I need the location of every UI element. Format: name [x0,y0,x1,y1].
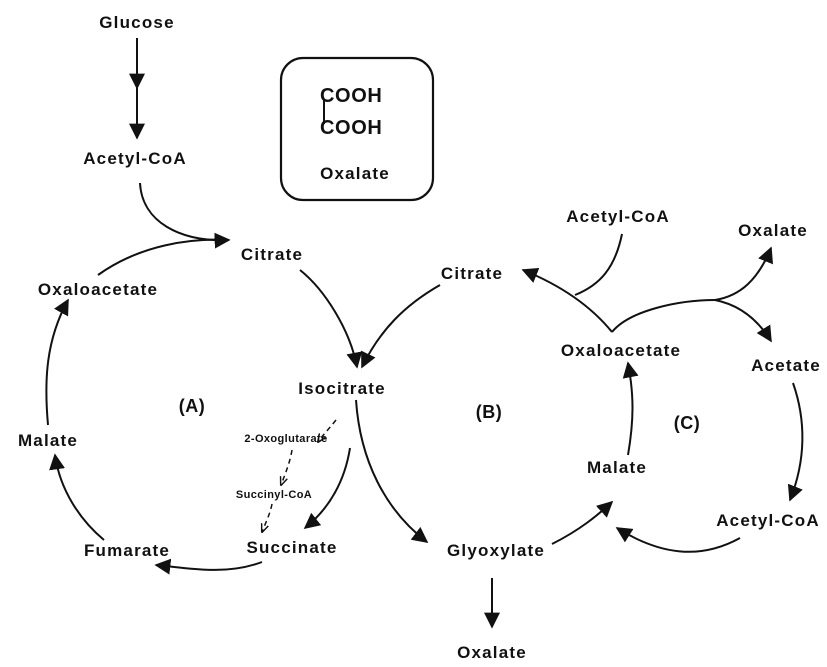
oxaloacetate-a-label: Oxaloacetate [38,280,158,299]
acetyl-coa-to-citrate-arrow [139,182,231,249]
cycle-c-label: (C) [674,413,701,433]
cycle-b-arrows [355,233,639,629]
to-acetate-arrow [714,299,772,343]
acetyl-coa-b-label: Acetyl-CoA [566,207,670,226]
oxalate-bottom-label: Oxalate [457,643,527,662]
succinate-label: Succinate [246,538,337,557]
isocitrate-to-succinate-arrow [303,447,351,529]
cooh-line-2: COOH [320,117,382,139]
oxaloacetate-branch-arc [611,299,716,333]
structure-box-name: Oxalate [320,164,390,183]
fumarate-label: Fumarate [84,541,170,560]
isocitrate-to-oxoglutarate-dashed [318,419,337,442]
oxaloacetate-to-citrate-b-arrow [521,267,613,333]
acetyl-coa-b-entry-arc [574,233,623,296]
cycle-a-arrows [45,182,363,575]
oxalate-right-label: Oxalate [738,221,808,240]
acetyl-coa-c-to-malate-arrow [615,527,741,553]
succinyl-coa-label: Succinyl-CoA [236,489,312,501]
cooh-line-1: COOH [320,85,382,107]
malate-a-label: Malate [18,431,78,450]
acetyl-coa-c-label: Acetyl-CoA [716,511,820,530]
malate-b-label: Malate [587,458,647,477]
citrate-b-to-isocitrate-arrow [361,284,441,369]
fumarate-to-malate-arrow [49,453,105,541]
citrate-to-isocitrate-arrow [299,269,363,369]
cycle-c-arrows [611,246,804,553]
citrate-b-label: Citrate [441,264,503,283]
structure-box-frame [279,56,435,202]
oxalate-structure-box: COOH COOH Oxalate [279,56,435,202]
acetate-label: Acetate [751,356,821,375]
malate-to-oxaloacetate-arrow [45,298,69,426]
oxoglutarate-to-succinylcoa-dashed [281,449,293,485]
oxoglutarate-label: 2-Oxoglutarate [244,433,327,445]
to-oxalate-right-arrow [714,246,773,301]
glyoxylate-to-malate-arrow [551,500,614,545]
cycle-b-label: (B) [476,402,503,422]
succinate-to-fumarate-arrow [154,558,263,575]
glucose-label: Glucose [99,13,174,32]
succinylcoa-to-succinate-dashed [262,503,273,532]
oxaloacetate-to-citrate-arc [97,238,230,276]
cycle-a-label: (A) [179,396,206,416]
acetyl-coa-top-label: Acetyl-CoA [83,149,187,168]
malate-to-oxaloacetate-b-arrow [622,361,639,456]
isocitrate-label: Isocitrate [298,379,386,398]
oxaloacetate-b-label: Oxaloacetate [561,341,681,360]
glyoxylate-label: Glyoxylate [447,541,545,560]
acetate-to-acetyl-coa-arrow [787,382,804,502]
isocitrate-to-glyoxylate-arrow [355,399,429,543]
citrate-a-label: Citrate [241,245,303,264]
